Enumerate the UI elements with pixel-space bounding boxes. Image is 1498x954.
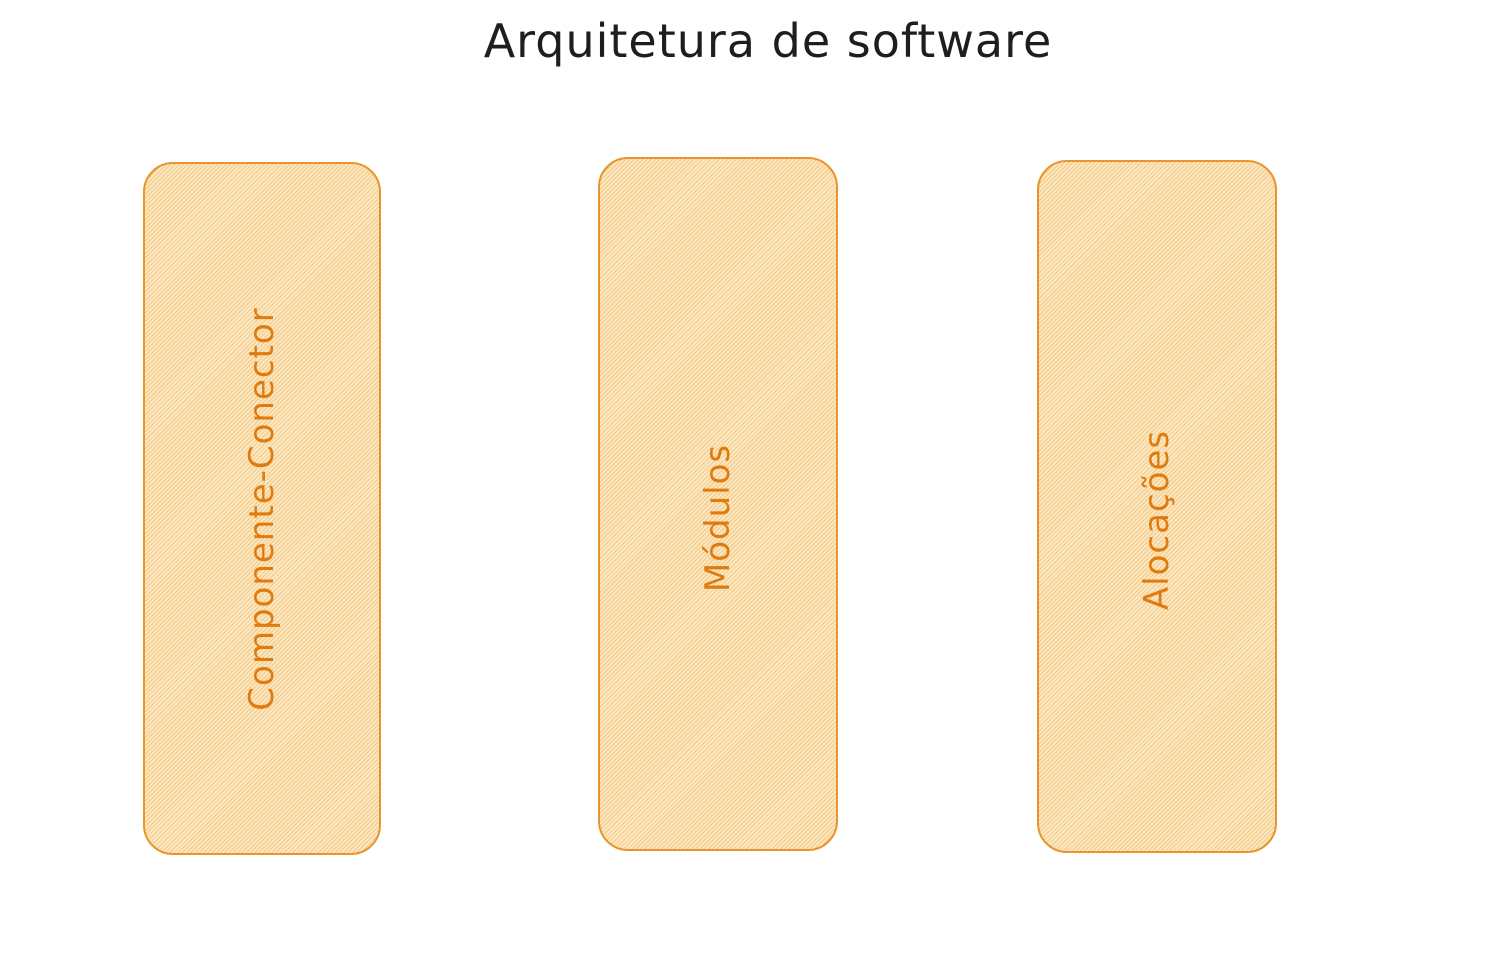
box-label: Módulos	[698, 443, 738, 592]
box-componente-conector[interactable]: Componente-Conector	[143, 162, 381, 855]
box-label: Alocações	[1137, 430, 1177, 611]
box-modulos[interactable]: Módulos	[598, 157, 838, 851]
box-alocacoes[interactable]: Alocações	[1037, 160, 1277, 853]
diagram-title: Arquitetura de software	[483, 14, 1053, 68]
box-label: Componente-Conector	[242, 306, 282, 711]
